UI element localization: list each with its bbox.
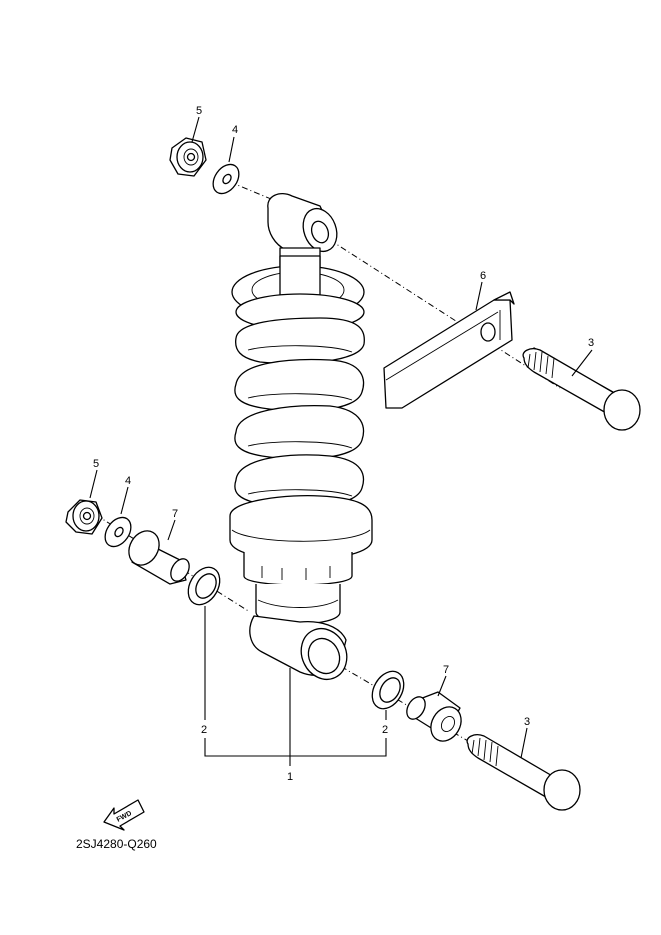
leader-3-top — [571, 349, 593, 377]
bracket-line-2 — [204, 738, 387, 757]
bracket — [383, 291, 515, 409]
bolt-bottom — [466, 734, 581, 811]
leader-7-right — [437, 675, 447, 697]
callout-2-right: 2 — [382, 724, 388, 736]
callout-4-left: 4 — [125, 475, 131, 487]
bearing-right — [371, 670, 405, 710]
leader-4-left — [120, 486, 129, 515]
leader-7-left — [167, 519, 176, 541]
bearing-left — [187, 566, 221, 606]
leader-4-top — [228, 136, 235, 163]
leader-6 — [475, 281, 483, 311]
callout-3-bottom: 3 — [524, 716, 530, 728]
bolt-top — [522, 347, 641, 431]
collar-right — [406, 691, 462, 742]
callout-5-left: 5 — [93, 458, 99, 470]
nut-top — [169, 137, 207, 177]
diagram-code: 2SJ4280-Q260 — [76, 837, 157, 851]
callout-3-top: 3 — [588, 337, 594, 349]
nut-left — [65, 499, 103, 535]
callout-5-top: 5 — [196, 105, 202, 117]
washer-top — [212, 163, 240, 195]
bottom-bolt-center-line — [329, 659, 481, 749]
callout-4-top: 4 — [232, 124, 238, 136]
shock-absorber — [229, 193, 373, 680]
leader-5-top — [191, 116, 200, 143]
collar-left — [128, 530, 190, 585]
callout-7-left: 7 — [172, 508, 178, 520]
callout-1: 1 — [287, 771, 293, 783]
leader-3-bottom — [520, 727, 528, 759]
fwd-arrow-icon: FWD — [103, 799, 145, 831]
leader-5-left — [89, 469, 98, 499]
callout-7-right: 7 — [443, 664, 449, 676]
callout-2-left: 2 — [201, 724, 207, 736]
callout-6: 6 — [480, 270, 486, 282]
washer-left — [104, 516, 132, 548]
